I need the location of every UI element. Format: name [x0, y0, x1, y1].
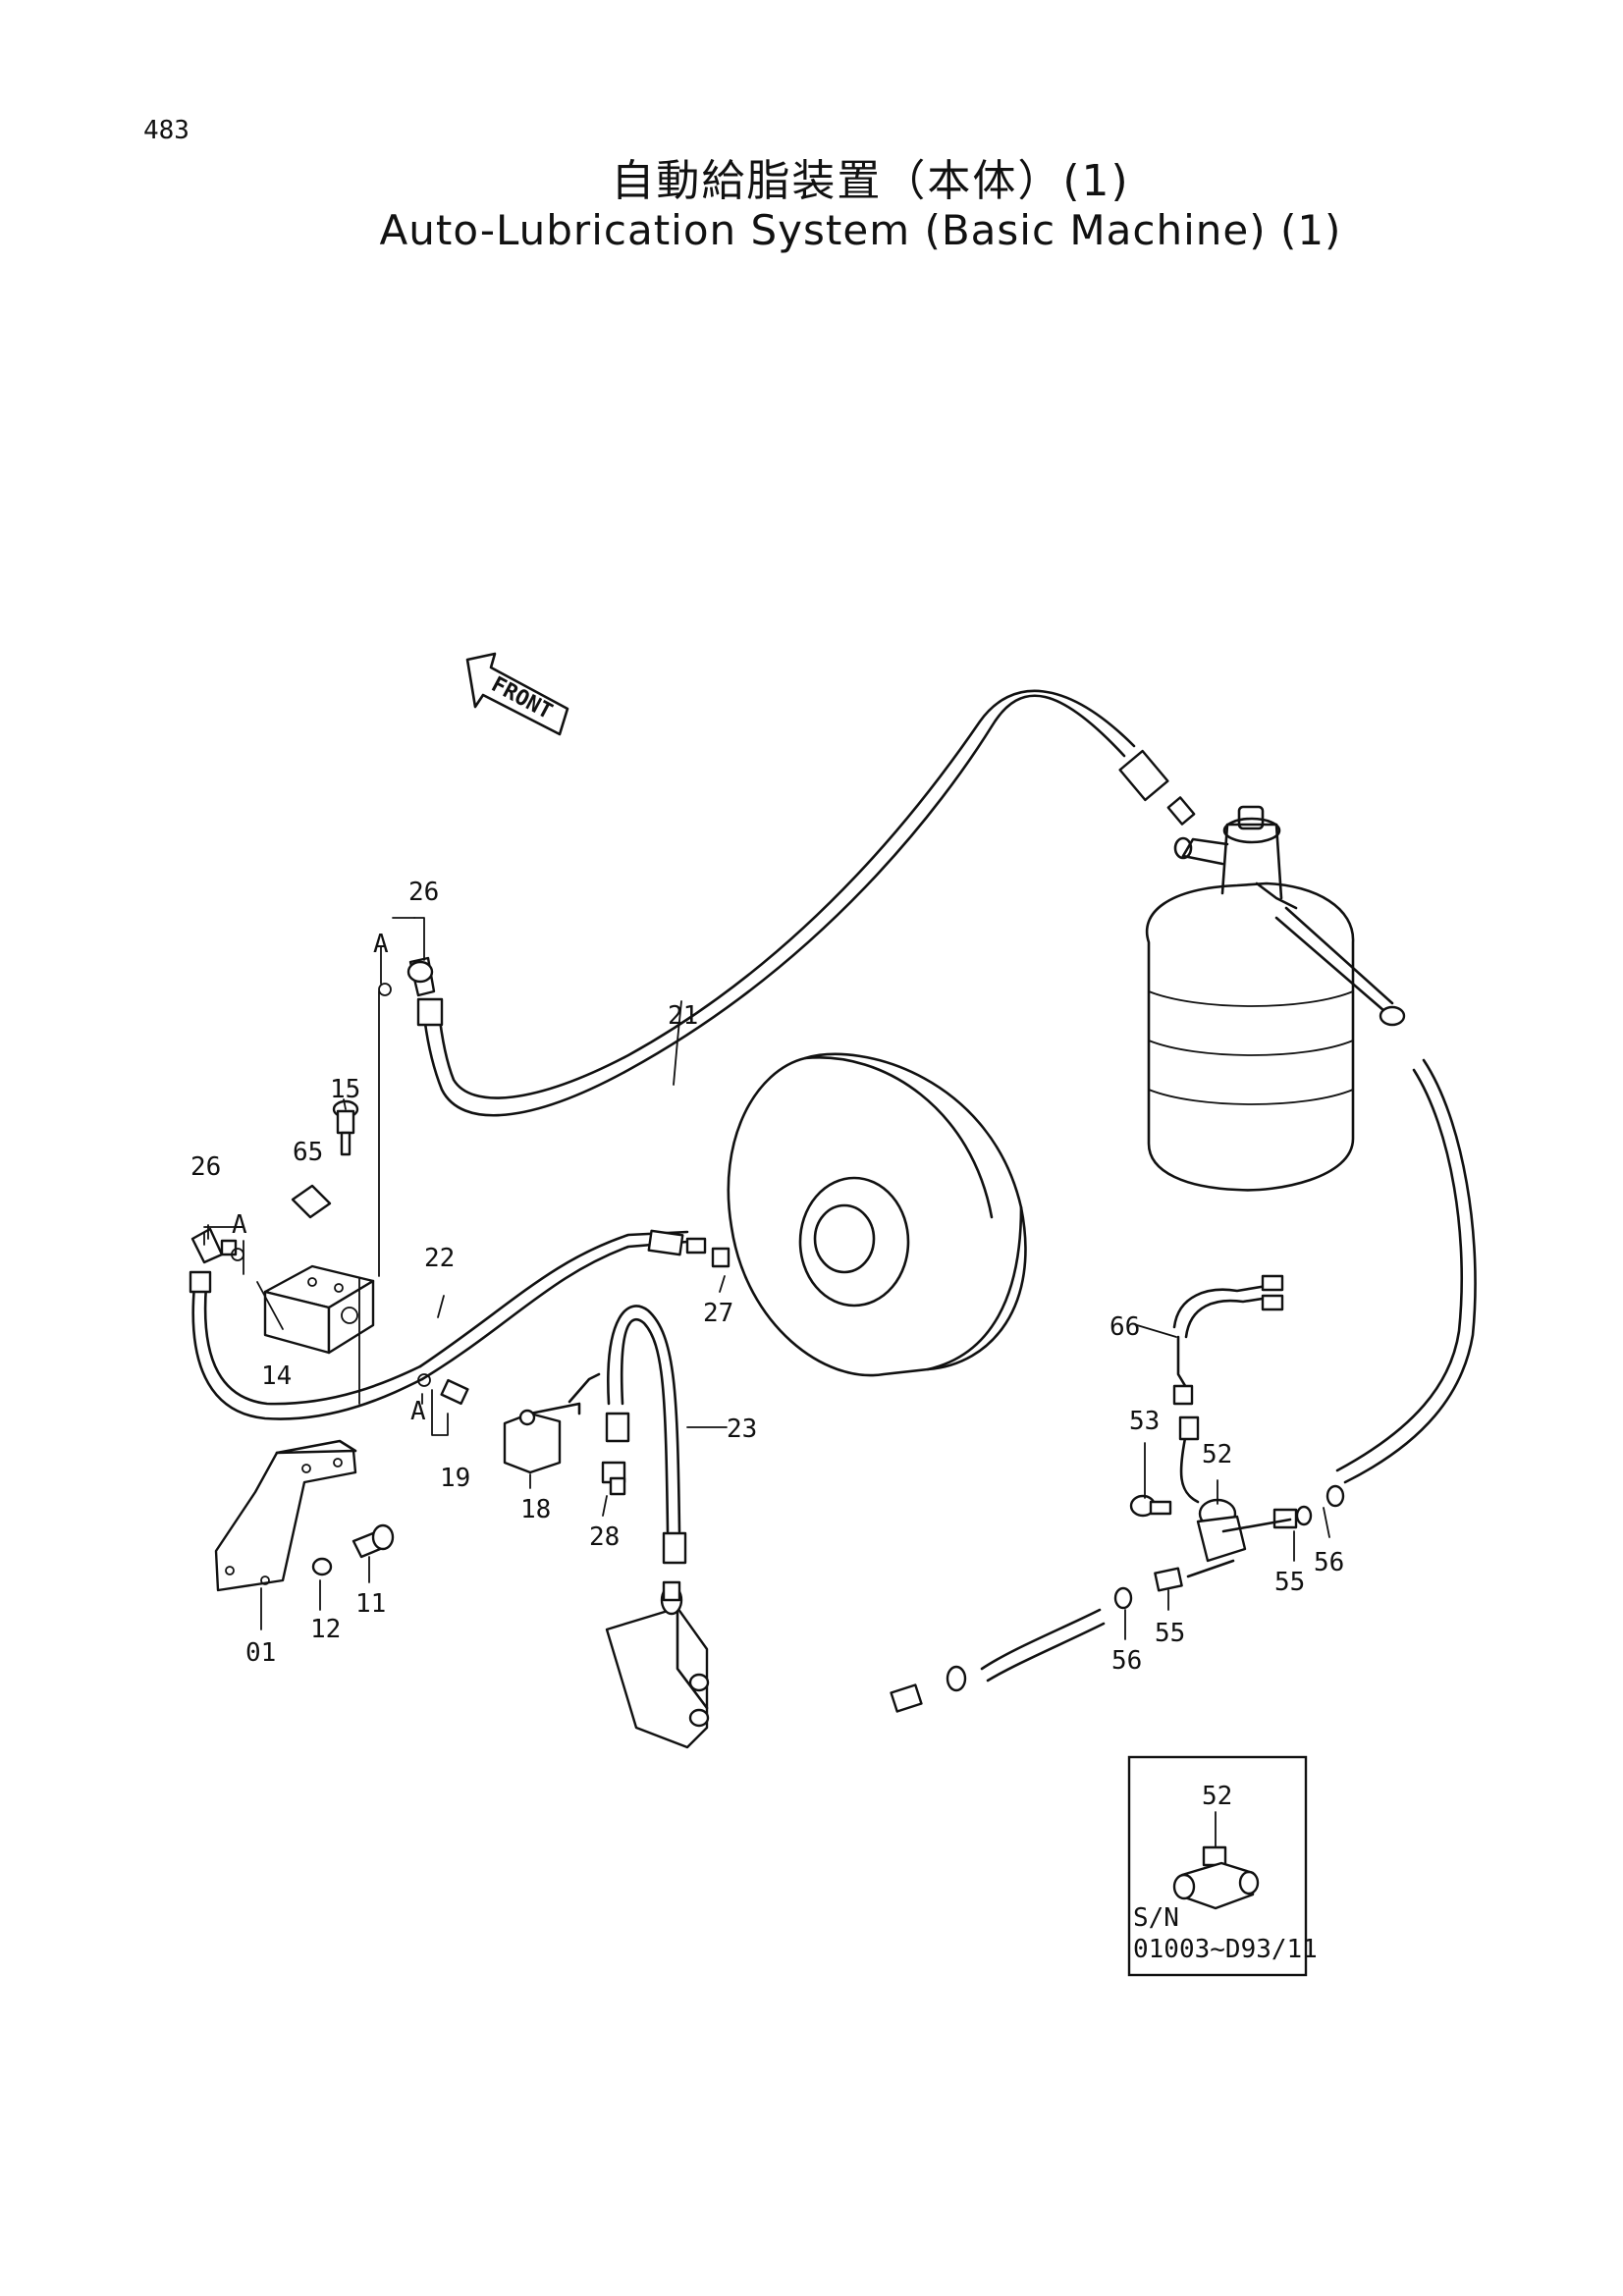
- label-28: 28: [589, 1522, 620, 1552]
- fitting-55-left: [1154, 1567, 1183, 1592]
- leader-lines: [203, 917, 1330, 1640]
- return-hose-upper-inner: [1335, 1068, 1464, 1472]
- label-66: 66: [1109, 1312, 1140, 1342]
- label-56-right: 56: [1314, 1548, 1344, 1577]
- sensor-pipe-left: [1186, 1559, 1235, 1578]
- part-labels: 26 A 15 65 21 26 A 22 14 27 23 A 19 18 2…: [190, 878, 1344, 1676]
- label-a-top: A: [373, 930, 389, 959]
- label-27: 27: [703, 1299, 733, 1328]
- sensor-pipe: [1221, 1518, 1292, 1533]
- inset-sensor-52: [1172, 1845, 1260, 1910]
- bolt-11: [352, 1523, 395, 1559]
- fitting-26-top: [378, 956, 436, 997]
- inset-serial-range: 01003~D93/11: [1133, 1935, 1318, 1964]
- label-56-left: 56: [1111, 1646, 1142, 1676]
- label-a-bottom: A: [410, 1397, 426, 1426]
- front-label: FRONT: [487, 672, 556, 724]
- label-01: 01: [245, 1638, 276, 1668]
- label-18: 18: [520, 1495, 551, 1524]
- label-14: 14: [261, 1362, 292, 1391]
- label-65: 65: [293, 1138, 323, 1167]
- label-19: 19: [440, 1464, 470, 1493]
- label-22: 22: [424, 1244, 455, 1273]
- label-21: 21: [668, 1001, 698, 1031]
- label-12: 12: [310, 1615, 341, 1644]
- label-23: 23: [727, 1415, 757, 1444]
- label-52: 52: [1202, 1440, 1232, 1469]
- harness-66: [1172, 1274, 1284, 1406]
- fitting-28: [601, 1461, 626, 1496]
- distributor-block-14: [263, 1264, 375, 1355]
- inset-serial-prefix: S/N: [1133, 1903, 1179, 1933]
- label-a-left: A: [232, 1210, 247, 1240]
- hose-23: [605, 1305, 687, 1565]
- return-hose-lower: [890, 1608, 1106, 1713]
- sensor-52: [1178, 1415, 1247, 1563]
- washer-12: [311, 1557, 333, 1576]
- fitting-26-left: [189, 1227, 424, 1420]
- inset-label-52: 52: [1202, 1782, 1232, 1811]
- label-53: 53: [1129, 1407, 1160, 1436]
- hose-22: [418, 1229, 730, 1381]
- title-japanese: 自動給脂装置（本体）(1): [611, 156, 1130, 206]
- manifold-block: [605, 1580, 710, 1749]
- front-arrow-icon: FRONT: [465, 652, 569, 736]
- label-26-top: 26: [408, 878, 439, 907]
- grease-pump-reservoir: [1146, 805, 1406, 1192]
- bracket-01: [214, 1439, 357, 1592]
- label-26-left: 26: [190, 1152, 221, 1182]
- label-plate-65: [291, 1184, 332, 1219]
- label-11: 11: [355, 1589, 386, 1619]
- hose-21: [416, 689, 1196, 1117]
- return-hose-upper: [1343, 1058, 1477, 1484]
- clamp-56-left: [1113, 1586, 1133, 1610]
- fitting-55-right: [1272, 1505, 1313, 1529]
- inset-box: 52 S/N 01003~D93/11: [1127, 1755, 1318, 1977]
- fitting-53: [1129, 1494, 1172, 1518]
- label-55-left: 55: [1155, 1619, 1185, 1648]
- solenoid-valve-18: [503, 1372, 601, 1474]
- page-number: 483: [143, 116, 189, 145]
- drum-cylinder: [727, 1052, 1027, 1377]
- title-english: Auto-Lubrication System (Basic Machine) …: [379, 206, 1342, 254]
- fitting-19: [417, 1373, 469, 1406]
- label-15: 15: [330, 1075, 360, 1104]
- label-55-right: 55: [1274, 1568, 1305, 1597]
- clamp-56-right: [1325, 1484, 1345, 1508]
